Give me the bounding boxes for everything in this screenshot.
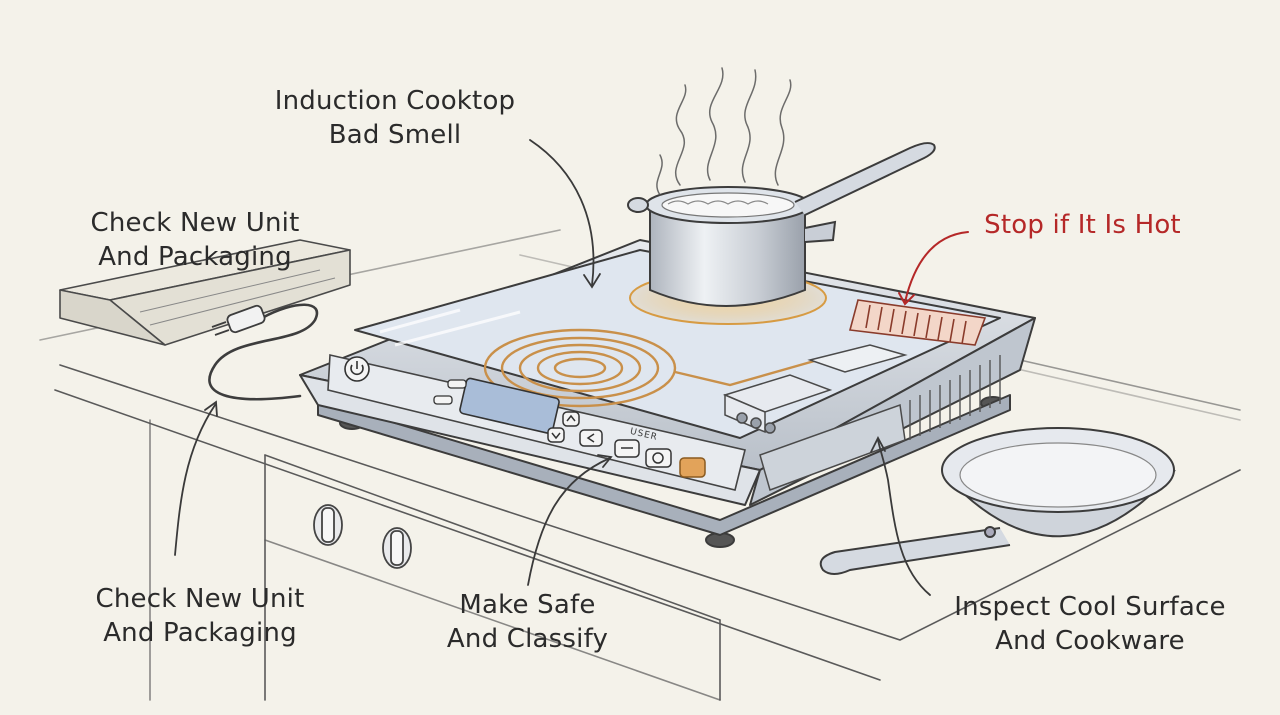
inspect-line1: Inspect Cool Surface: [954, 592, 1226, 622]
check-top-line1: Check New Unit: [90, 208, 300, 238]
make-safe-line2: And Classify: [446, 624, 609, 654]
timer-icon[interactable]: [645, 448, 672, 468]
power-cord: [208, 303, 319, 401]
arrow-cookware: [877, 439, 931, 596]
small-buttons[interactable]: [433, 379, 467, 405]
stop-hot-line1: Stop if It Is Hot: [984, 210, 1181, 240]
vent-grille: [848, 299, 987, 346]
plug-icon: [211, 304, 266, 336]
back-icon[interactable]: [579, 429, 603, 447]
inspect-line2: And Cookware: [995, 626, 1185, 656]
start-button-icon[interactable]: [679, 457, 706, 478]
pot: [627, 142, 936, 307]
minus-icon[interactable]: [614, 439, 640, 458]
warning-arrow: [898, 231, 969, 306]
check-bottom-line2: And Packaging: [103, 618, 297, 648]
up-arrow-icon[interactable]: [562, 411, 580, 427]
arrow-panel: [527, 457, 611, 586]
arrow-cord: [174, 404, 216, 556]
check-top-line2: And Packaging: [98, 242, 292, 272]
power-icon[interactable]: [344, 356, 370, 382]
check-bottom-line1: Check New Unit: [95, 584, 305, 614]
internal-electronics: [722, 344, 908, 491]
title-line1: Induction Cooktop: [274, 86, 516, 116]
arrow-title: [529, 139, 595, 286]
check-unit-label-bottom: Check New Unit And Packaging: [75, 582, 325, 650]
cabinet-knobs: [313, 504, 412, 569]
glass-reflection: [379, 308, 521, 347]
side-vents: [909, 355, 1001, 440]
annotation-arrows: [174, 139, 931, 596]
make-safe-line1: Make Safe: [459, 590, 596, 620]
down-arrow-icon[interactable]: [547, 427, 565, 443]
frying-pan: [819, 427, 1176, 575]
check-unit-label-top: Check New Unit And Packaging: [70, 206, 320, 274]
control-panel: [327, 354, 746, 491]
make-safe-label: Make Safe And Classify: [420, 588, 635, 656]
steam-icon: [656, 67, 792, 196]
packaging-box: [59, 239, 351, 346]
title-line2: Bad Smell: [328, 120, 462, 150]
arrow-head-title: [583, 273, 601, 289]
display-screen: [459, 377, 560, 435]
inspect-label: Inspect Cool Surface And Cookware: [940, 590, 1240, 658]
stop-hot-label: Stop if It Is Hot: [965, 208, 1200, 242]
title-label: Induction Cooktop Bad Smell: [250, 84, 540, 152]
